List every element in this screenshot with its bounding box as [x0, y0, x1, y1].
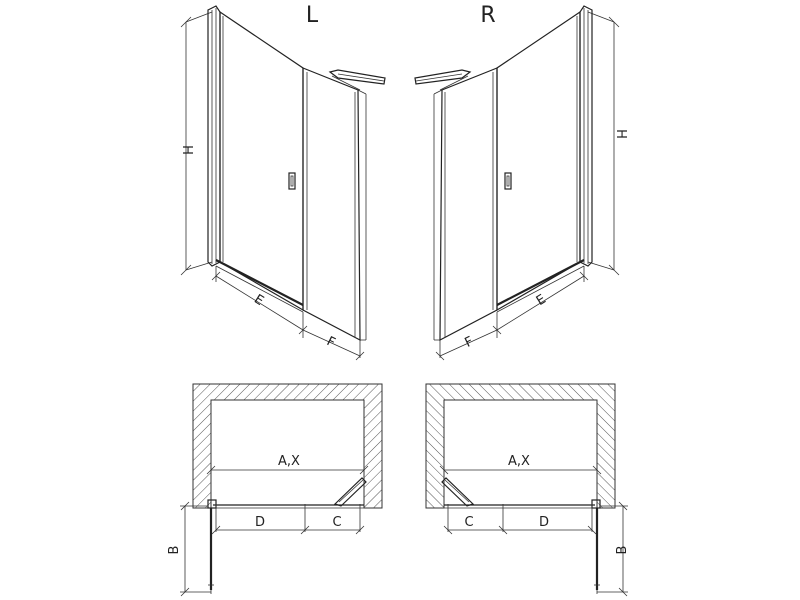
left-wall-profile	[207, 5, 221, 267]
left-bottom-dimensions	[211, 266, 365, 361]
left-door-handle	[288, 172, 296, 190]
right-plan-depth-label: B	[615, 546, 630, 555]
right-fixed-panel	[433, 67, 498, 341]
left-plan-width-dimension	[206, 465, 369, 475]
right-plan-depth-dimension	[597, 501, 628, 597]
left-height-label: H	[179, 145, 194, 155]
left-plan-swing-door	[208, 508, 214, 594]
left-elevation-view: H	[179, 3, 386, 361]
left-plan-width-label: A,X	[278, 454, 300, 469]
left-side-label: L	[306, 3, 319, 28]
left-plan-door-label: D	[255, 515, 265, 530]
right-elevation-view	[414, 5, 620, 361]
left-plan-wall	[192, 383, 383, 509]
right-dimension-f-label: F	[463, 334, 476, 351]
left-dimension-e-label: E	[251, 292, 266, 309]
right-wall-profile	[579, 5, 593, 267]
right-height-label: H	[613, 129, 628, 139]
right-plan-door-label: D	[539, 515, 549, 530]
right-plan-width-dimension	[439, 465, 602, 475]
right-stabilizer-bar	[414, 69, 472, 91]
left-plan-dc-dimension	[211, 525, 365, 535]
left-fixed-panel	[302, 67, 367, 341]
right-plan-swing-door	[594, 508, 600, 594]
right-plan-view	[425, 383, 628, 597]
right-side-label: R	[480, 3, 495, 28]
left-plan-depth-label: B	[167, 546, 182, 555]
left-plan-depth-dimension	[180, 501, 211, 597]
right-plan-wall	[425, 383, 616, 509]
left-plan-view: A,X D C	[167, 383, 383, 597]
right-height-dimension	[587, 11, 620, 276]
right-dimension-e-label: E	[534, 292, 549, 309]
right-plan-width-label: A,X	[508, 454, 530, 469]
right-door-panel	[496, 10, 585, 313]
right-door-handle	[504, 172, 512, 190]
left-plan-fixed-label: C	[332, 515, 341, 530]
left-stabilizer-bar	[328, 69, 386, 91]
left-height-dimension	[180, 11, 213, 276]
right-plan-stabilizer	[441, 477, 475, 507]
left-plan-stabilizer	[333, 477, 367, 507]
left-dimension-f-label: F	[324, 334, 337, 351]
right-plan-dc-dimension	[443, 525, 597, 535]
right-bottom-dimensions	[435, 266, 589, 361]
right-plan-fixed-label: C	[464, 515, 473, 530]
left-door-panel	[215, 10, 304, 313]
